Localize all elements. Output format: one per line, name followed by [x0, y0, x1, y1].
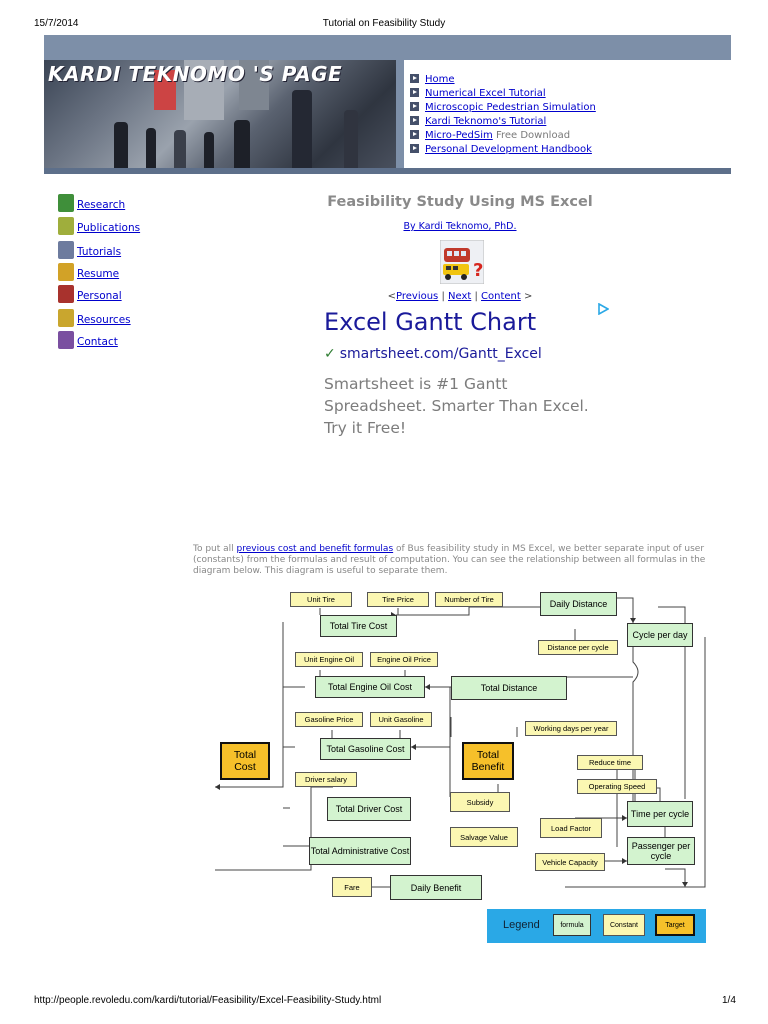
formula-total-tire-cost: Total Tire Cost — [320, 615, 397, 637]
constant-fare: Fare — [332, 877, 372, 897]
personal-icon — [58, 285, 74, 303]
banner-title: KARDI TEKNOMO 'S PAGE — [48, 62, 343, 86]
formula-total-engine-oil-cost: Total Engine Oil Cost — [315, 676, 425, 698]
formula-cycle-per-day: Cycle per day — [627, 623, 693, 647]
bus-question-icon: ? — [440, 240, 484, 284]
target-total-benefit: Total Benefit — [462, 742, 514, 780]
page-nav: <Previous | Next | Content > — [387, 291, 533, 302]
constant-tire-price: Tire Price — [367, 592, 429, 607]
print-title: Tutorial on Feasibility Study — [322, 18, 446, 29]
tutorials-icon — [58, 241, 74, 259]
contact-icon — [58, 331, 74, 349]
ad-description: Smartsheet is #1 Gantt Spreadsheet. Smar… — [324, 375, 589, 437]
constant-vehicle-capacity: Vehicle Capacity — [535, 853, 605, 871]
banner-photo — [44, 60, 396, 174]
footer-page-number: 1/4 — [722, 995, 736, 1006]
formula-daily-distance: Daily Distance — [540, 592, 617, 616]
research-icon — [58, 194, 74, 212]
arrow-icon — [410, 88, 419, 97]
footer-url: http://people.revoledu.com/kardi/tutoria… — [34, 995, 382, 1006]
target-total-cost: Total Cost — [220, 742, 270, 780]
arrow-icon — [410, 102, 419, 111]
publications-icon — [58, 217, 74, 235]
constant-salvage-value: Salvage Value — [450, 827, 518, 847]
constant-unit-gasoline: Unit Gasoline — [370, 712, 432, 727]
author-byline[interactable]: By Kardi Teknomo, PhD. — [403, 221, 517, 232]
formula-diagram: Unit Tire Tire Price Number of Tire Dist… — [215, 587, 715, 947]
menu-item-home[interactable]: Home — [410, 73, 455, 86]
legend-formula: formula — [553, 914, 591, 936]
formula-total-distance: Total Distance — [451, 676, 567, 700]
next-link[interactable]: Next — [448, 291, 472, 302]
formula-total-driver-cost: Total Driver Cost — [327, 797, 411, 821]
formula-total-admin-cost: Total Administrative Cost — [309, 837, 411, 865]
cost-benefit-formulas-link[interactable]: previous cost and benefit formulas — [236, 544, 394, 554]
formula-daily-benefit: Daily Benefit — [390, 875, 482, 900]
menu-item-tutorial[interactable]: Kardi Teknomo's Tutorial — [410, 115, 546, 128]
constant-reduce-time: Reduce time — [577, 755, 643, 770]
constant-number-of-tire: Number of Tire — [435, 592, 503, 607]
constant-driver-salary: Driver salary — [295, 772, 357, 787]
menu-item-development-handbook[interactable]: Personal Development Handbook — [410, 143, 592, 156]
print-date: 15/7/2014 — [34, 18, 79, 29]
menu-item-pedestrian-simulation[interactable]: Microscopic Pedestrian Simulation — [410, 101, 596, 114]
free-download-label: Free Download — [495, 130, 571, 141]
constant-unit-tire: Unit Tire — [290, 592, 352, 607]
resources-icon — [58, 309, 74, 327]
top-menu — [404, 60, 731, 170]
menu-item-numerical-excel[interactable]: Numerical Excel Tutorial — [410, 87, 546, 100]
constant-distance-per-cycle: Distance per cycle — [538, 640, 618, 655]
legend-constant: Constant — [603, 914, 645, 936]
arrow-icon — [410, 130, 419, 139]
svg-text:?: ? — [473, 260, 483, 281]
constant-subsidy: Subsidy — [450, 792, 510, 812]
checkmark-icon: ✓ — [324, 346, 336, 362]
legend-title: Legend — [503, 919, 540, 931]
diagram-legend: Legend formula Constant Target — [487, 909, 706, 943]
constant-load-factor: Load Factor — [540, 818, 602, 838]
page-title: Feasibility Study Using MS Excel — [327, 194, 593, 210]
formula-time-per-cycle: Time per cycle — [627, 801, 693, 827]
menu-item-micro-pedsim[interactable]: Micro-PedSim Free Download — [410, 129, 570, 142]
arrow-icon — [410, 116, 419, 125]
ad-url[interactable]: ✓smartsheet.com/Gantt_Excel — [324, 346, 542, 362]
banner-strip — [44, 168, 731, 174]
formula-passenger-per-cycle: Passenger per cycle — [627, 837, 695, 865]
ad-choices-icon[interactable] — [597, 303, 609, 315]
legend-target: Target — [655, 914, 695, 936]
intro-paragraph: To put all previous cost and benefit for… — [193, 544, 706, 576]
resume-icon — [58, 263, 74, 281]
content-link[interactable]: Content — [481, 291, 521, 302]
constant-operating-speed: Operating Speed — [577, 779, 657, 794]
arrow-icon — [410, 74, 419, 83]
constant-engine-oil-price: Engine Oil Price — [370, 652, 438, 667]
constant-gasoline-price: Gasoline Price — [295, 712, 363, 727]
ad-title[interactable]: Excel Gantt Chart — [324, 308, 537, 336]
constant-working-days: Working days per year — [525, 721, 617, 736]
constant-unit-engine-oil: Unit Engine Oil — [295, 652, 363, 667]
formula-total-gasoline-cost: Total Gasoline Cost — [320, 738, 411, 760]
arrow-icon — [410, 144, 419, 153]
previous-link[interactable]: Previous — [396, 291, 439, 302]
